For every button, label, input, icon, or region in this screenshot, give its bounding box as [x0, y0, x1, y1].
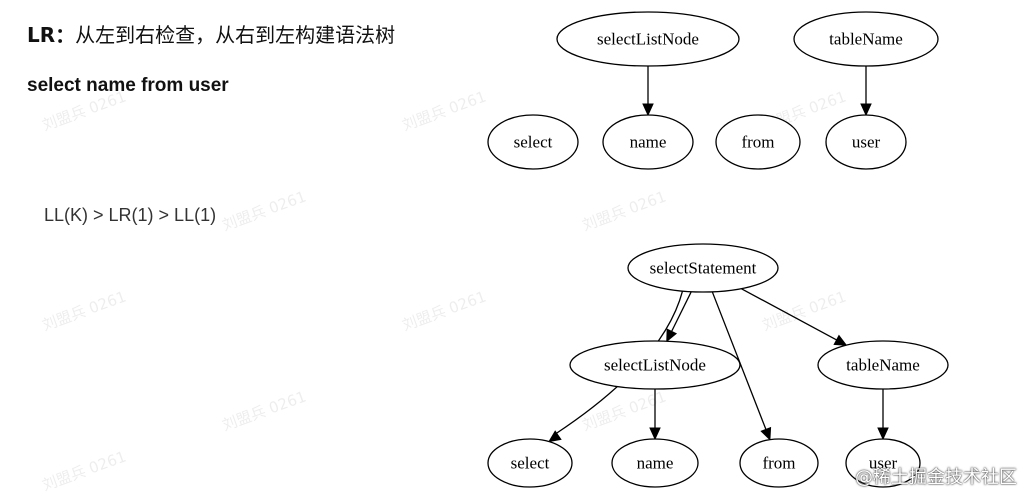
node-sel: select: [487, 438, 573, 488]
node-tn: tableName: [817, 340, 949, 390]
node-user: user: [845, 438, 921, 488]
node-name: name: [602, 114, 694, 170]
node-ss: selectStatement: [627, 243, 779, 293]
node-label: from: [762, 454, 795, 473]
sql-statement: select name from user: [27, 75, 229, 96]
heading-rest: 从左到右检查，从右到左构建语法树: [75, 23, 396, 47]
edge-tn-to-user: [860, 66, 872, 117]
node-name: name: [611, 438, 699, 488]
node-from: from: [739, 438, 819, 488]
node-label: tableName: [829, 30, 903, 49]
node-label: name: [630, 133, 667, 152]
parser-ordering: LL(K) > LR(1) > LL(1): [44, 205, 217, 225]
node-sel: select: [487, 114, 579, 170]
edge-tn-to-user: [877, 389, 889, 441]
node-label: select: [511, 454, 550, 473]
node-label: user: [852, 133, 881, 152]
node-label: tableName: [846, 356, 920, 375]
heading: LR：从左到右检查，从右到左构建语法树: [27, 19, 395, 48]
node-sln: selectListNode: [556, 11, 740, 67]
node-label: selectListNode: [604, 356, 706, 375]
node-tn: tableName: [793, 11, 939, 67]
node-label: selectListNode: [597, 30, 699, 49]
node-label: from: [741, 133, 774, 152]
node-label: user: [869, 454, 898, 473]
edge-ss-to-tn: [740, 288, 848, 346]
node-label: select: [514, 133, 553, 152]
edge-ss-to-sln: [666, 291, 692, 343]
tree2-graph: selectStatement selectListNode tableName se…: [487, 243, 949, 488]
edge-sln-to-name: [649, 389, 661, 441]
node-from: from: [715, 114, 801, 170]
edge-sln-to-name: [642, 66, 654, 117]
node-user: user: [825, 114, 907, 170]
footer-watermark: @稀土掘金技术社区: [855, 467, 1017, 488]
node-label: selectStatement: [650, 259, 757, 278]
heading-bold: LR：: [27, 23, 76, 47]
tree1-graph: selectListNode tableName select name from use…: [487, 11, 939, 170]
node-sln: selectListNode: [569, 340, 741, 390]
node-label: name: [637, 454, 674, 473]
